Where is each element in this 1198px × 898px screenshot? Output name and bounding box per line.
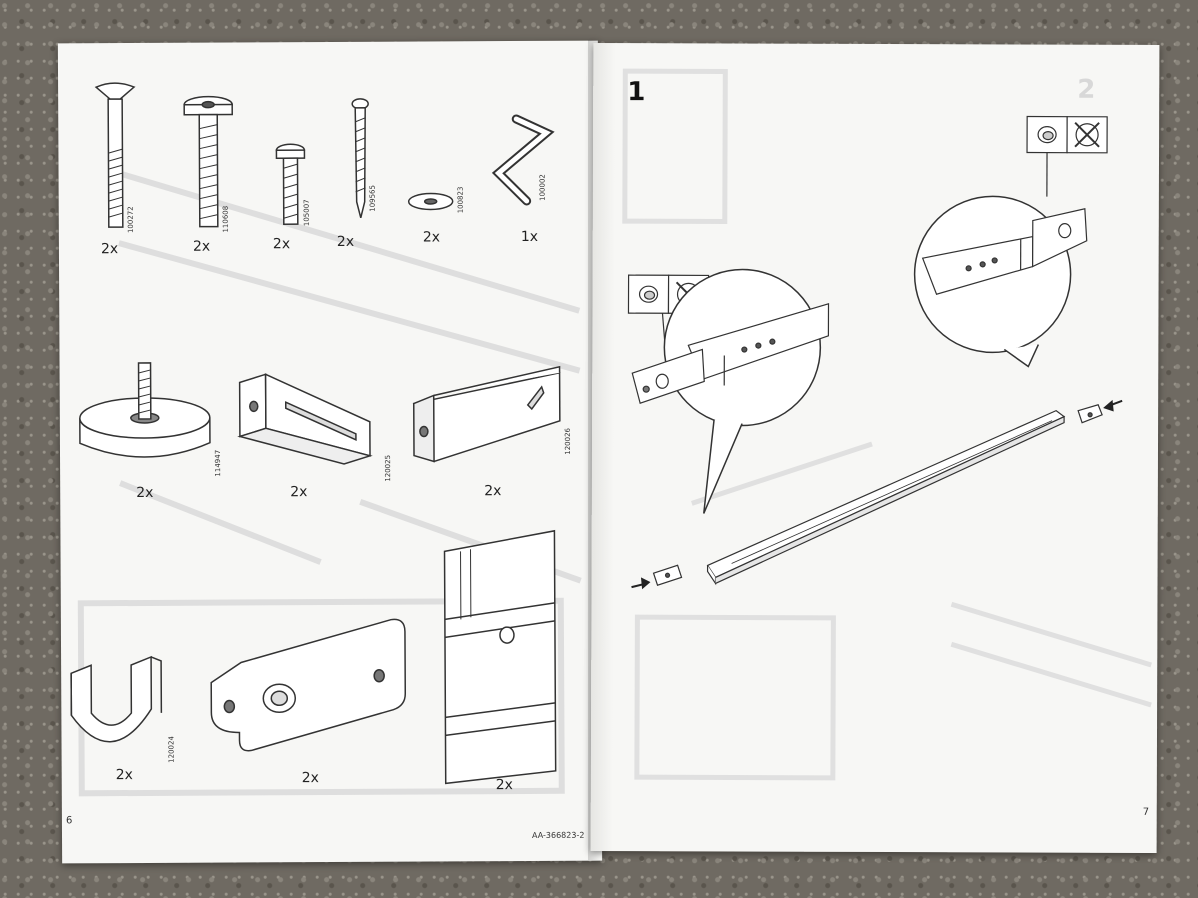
qty-label: 2x — [336, 233, 355, 250]
show-through-ghost — [622, 68, 1152, 781]
hole-symbol-box-top — [1026, 115, 1108, 197]
part-number: 110608 — [221, 205, 230, 233]
qty-label: 2x — [495, 777, 513, 794]
right-page: 1 2 7 — [590, 43, 1160, 853]
qty-label: 2x — [301, 770, 319, 787]
allen-key-100002-inner — [494, 116, 551, 204]
leveling-foot-114947-icon — [79, 362, 211, 458]
page-number-right: 7 — [1142, 806, 1150, 818]
step-1-illustration — [622, 68, 1152, 781]
mounting-plate-icon — [210, 618, 407, 752]
part-number: 109565 — [368, 185, 377, 212]
qty-label: 1x — [520, 228, 539, 245]
part-number: 120026 — [563, 427, 573, 455]
angle-bracket-120025-icon — [237, 373, 373, 465]
arrow-icon — [1103, 399, 1123, 412]
ghost-step-number: 2 — [1077, 74, 1096, 105]
bolt-100272-icon — [94, 82, 136, 228]
left-page-illustrations — [70, 82, 582, 797]
arrow-icon — [631, 577, 651, 590]
qty-label: 2x — [484, 483, 502, 500]
part-number: 105007 — [302, 199, 311, 227]
bracket-120026-icon — [412, 365, 561, 463]
qty-label: 2x — [422, 229, 441, 246]
qty-label: 2x — [290, 484, 308, 501]
drawer-runner-rail — [706, 409, 1066, 586]
magnified-detail-left — [631, 268, 830, 514]
page-number-left: 6 — [65, 815, 73, 827]
magnified-detail-top — [913, 195, 1088, 368]
washer-100823-icon — [407, 192, 454, 211]
part-number: 120024 — [167, 736, 176, 763]
part-number: 100823 — [456, 186, 465, 214]
part-number: 100002 — [538, 174, 547, 201]
qty-label: 2x — [192, 238, 211, 255]
bolt-110608-icon — [183, 95, 233, 228]
left-page: 2x 100272 2x 110608 2x 105007 2x 109565 … — [57, 40, 603, 864]
vertical-rail-icon — [443, 529, 557, 785]
qty-label: 2x — [136, 484, 154, 502]
u-clip-120024-icon — [70, 655, 163, 743]
document-reference: AA-366823-2 — [531, 830, 585, 840]
qty-label: 2x — [272, 236, 291, 253]
qty-label: 2x — [115, 767, 133, 784]
screw-105007-icon — [275, 143, 306, 225]
runner-end-clip-left — [652, 564, 683, 586]
part-number: 120025 — [384, 454, 393, 482]
part-number: 100272 — [126, 206, 135, 234]
part-number: 114947 — [213, 449, 223, 477]
step-number: 1 — [627, 77, 646, 108]
wood-screw-109565-icon — [351, 98, 369, 219]
runner-end-clip-right — [1077, 404, 1103, 424]
qty-label: 2x — [100, 241, 119, 258]
